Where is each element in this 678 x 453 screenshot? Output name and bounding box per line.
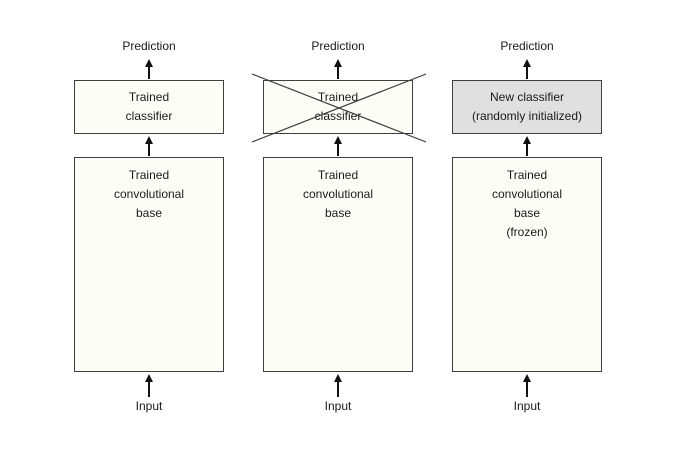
base-to-classifier-arrow [521, 136, 533, 156]
classifier-box-line: New classifier [489, 90, 564, 104]
pipeline-column-discarded-classifier: Prediction Trained classifier Trained co… [251, 0, 427, 453]
classifier-box-line: Trained [317, 90, 359, 104]
arrow-shaft [526, 67, 528, 79]
arrow-up-icon [334, 136, 342, 144]
base-box-line: base [135, 206, 163, 220]
base-box-line: convolutional [491, 187, 563, 201]
arrow-shaft [526, 382, 528, 397]
trained-classifier-box-crossed: Trained classifier [251, 73, 427, 143]
arrow-shaft [526, 144, 528, 156]
arrow-shaft [148, 144, 150, 156]
prediction-label: Prediction [122, 39, 176, 53]
arrow-up-icon [334, 374, 342, 382]
base-box-line: convolutional [302, 187, 374, 201]
arrow-up-icon [523, 136, 531, 144]
prediction-label: Prediction [500, 39, 554, 53]
arrow-shaft [337, 144, 339, 156]
base-to-classifier-arrow [332, 136, 344, 156]
arrow-up-icon [523, 374, 531, 382]
pipeline-column-trained-classifier: Prediction Trained classifier Trained co… [74, 0, 224, 453]
arrow-up-icon [334, 59, 342, 67]
base-box-line: convolutional [113, 187, 185, 201]
base-box-line: Trained [506, 168, 548, 182]
base-box-line: (frozen) [506, 225, 548, 239]
input-label: Input [324, 399, 352, 413]
frozen-conv-base-box: Trained convolutional base (frozen) [452, 157, 602, 372]
input-label: Input [513, 399, 541, 413]
arrow-up-icon [145, 136, 153, 144]
trained-classifier-box: Trained classifier [74, 80, 224, 134]
classifier-to-prediction-arrow [521, 59, 533, 79]
arrow-shaft [337, 67, 339, 79]
arrow-shaft [337, 382, 339, 397]
base-to-classifier-arrow [143, 136, 155, 156]
classifier-to-prediction-arrow [332, 59, 344, 79]
pipeline-column-new-classifier: Prediction New classifier (randomly init… [452, 0, 602, 453]
base-box-line: Trained [317, 168, 359, 182]
base-box-line: base [324, 206, 352, 220]
base-box-line: Trained [128, 168, 170, 182]
arrow-up-icon [145, 59, 153, 67]
input-label: Input [135, 399, 163, 413]
trained-conv-base-box: Trained convolutional base [263, 157, 413, 372]
arrow-up-icon [145, 374, 153, 382]
base-box-line: base [513, 206, 541, 220]
input-to-base-arrow [143, 374, 155, 397]
arrow-up-icon [523, 59, 531, 67]
classifier-box-line: (randomly initialized) [471, 109, 583, 123]
prediction-label: Prediction [311, 39, 365, 53]
arrow-shaft [148, 382, 150, 397]
input-to-base-arrow [332, 374, 344, 397]
classifier-box-line: Trained [128, 90, 170, 104]
trained-conv-base-box: Trained convolutional base [74, 157, 224, 372]
classifier-box-line: classifier [314, 109, 362, 123]
classifier-to-prediction-arrow [143, 59, 155, 79]
input-to-base-arrow [521, 374, 533, 397]
classifier-box-line: classifier [125, 109, 173, 123]
new-classifier-box: New classifier (randomly initialized) [452, 80, 602, 134]
arrow-shaft [148, 67, 150, 79]
